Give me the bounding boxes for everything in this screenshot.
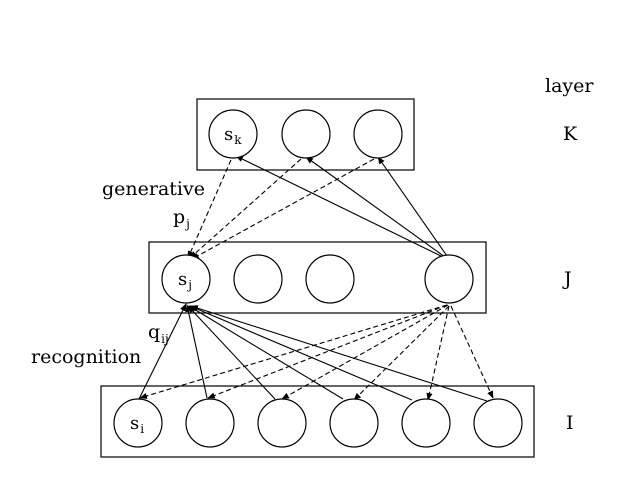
generative-label: generative [102, 178, 205, 200]
node-j-3 [305, 254, 355, 304]
layer-i-box [100, 385, 535, 458]
node-label-sj-main: s [178, 269, 187, 290]
node-j-2 [233, 254, 283, 304]
layer-name-j: J [562, 268, 572, 290]
recognition-param-sub: ij [161, 332, 169, 346]
node-label-sk-sub: k [234, 133, 242, 147]
layer-name-k: K [563, 123, 578, 145]
node-k-3 [353, 109, 403, 159]
node-i-6 [473, 398, 523, 448]
recognition-edge [190, 305, 488, 402]
layer-k-box [196, 98, 415, 171]
node-k-2 [281, 109, 331, 159]
node-i-5 [401, 398, 451, 448]
node-label-sj: sj [178, 269, 192, 292]
node-i-2 [185, 398, 235, 448]
recognition-label: recognition [31, 346, 141, 368]
node-j-1 [161, 254, 211, 304]
node-label-sk: sk [224, 124, 242, 147]
recognition-edge [187, 305, 276, 400]
recognition-param: qij [148, 321, 169, 346]
recognition-edge [377, 156, 448, 257]
layer-name-i: I [566, 412, 574, 434]
generative-edge [426, 305, 450, 401]
layer-j-box [148, 241, 487, 314]
generative-param: pj [173, 206, 190, 231]
node-j-4 [424, 254, 474, 304]
node-k-1 [208, 109, 258, 159]
recognition-edge [305, 156, 446, 258]
recognition-edge [185, 304, 208, 399]
generative-param-sub: j [184, 217, 190, 231]
generative-edge [450, 305, 494, 399]
node-i-3 [257, 398, 307, 448]
edges [138, 155, 494, 402]
node-label-si-sub: i [140, 422, 144, 436]
generative-edge [139, 304, 448, 399]
generative-edge [189, 158, 302, 259]
generative-edge [187, 159, 232, 259]
layer-header: layer [545, 75, 594, 97]
generative-edge [281, 304, 449, 400]
recognition-edge [235, 155, 444, 258]
generative-edge [353, 305, 450, 401]
recognition-param-main: q [148, 321, 160, 343]
recognition-edge [189, 305, 413, 401]
node-label-si: si [130, 413, 144, 436]
recognition-edge [138, 303, 187, 400]
generative-param-main: p [173, 206, 185, 228]
node-label-si-main: s [130, 413, 139, 434]
node-label-sj-sub: j [186, 278, 192, 292]
node-label-sk-main: s [224, 124, 233, 145]
generative-edge [207, 304, 448, 399]
generative-edge [191, 158, 375, 260]
node-i-1 [113, 398, 163, 448]
recognition-edge [188, 305, 344, 400]
node-i-4 [329, 398, 379, 448]
